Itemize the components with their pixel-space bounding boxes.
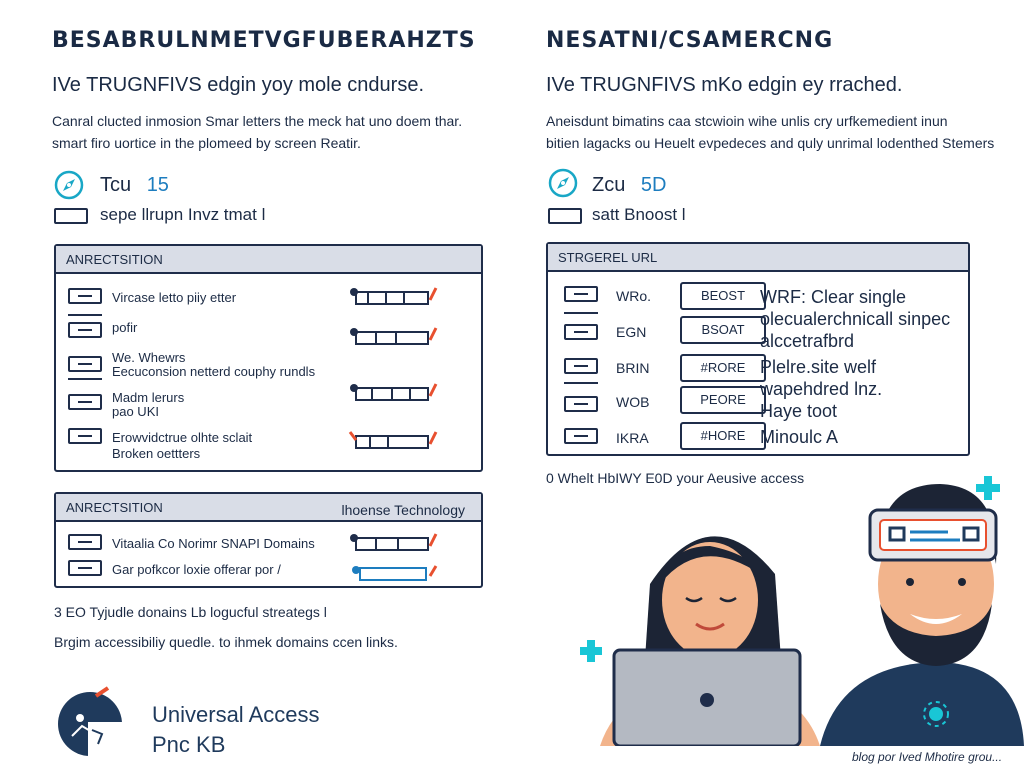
more-button[interactable]: #RORE xyxy=(680,354,766,382)
more-button[interactable]: #HORE xyxy=(680,422,766,450)
right-subtitle: IVe TRUGNFIVS mKo edgin ey rrached. xyxy=(546,74,903,96)
left-row-1-label: Vircase letto piiy etter xyxy=(112,290,237,305)
right-panel-text-1: WRF: Clear single xyxy=(760,287,907,307)
left-stat: Tcu 15 xyxy=(100,174,169,197)
right-panel-text-7: Minoulc A xyxy=(760,427,839,447)
row-divider xyxy=(68,378,102,380)
row-toggle-icon[interactable] xyxy=(564,358,598,374)
left-panel-2-title: ANRECTSITION xyxy=(66,500,163,515)
row-toggle-icon[interactable] xyxy=(68,560,102,576)
slider-control[interactable] xyxy=(346,532,438,556)
card-icon xyxy=(548,208,582,224)
left-panel-2-row-1: Vitaalia Co Norimr SNAPI Domains xyxy=(112,536,315,551)
right-row-4-code: WOB xyxy=(616,394,650,410)
row-toggle-icon[interactable] xyxy=(68,428,102,444)
left-panel-header: ANRECTSITION xyxy=(56,246,481,274)
more-button[interactable]: PEORE xyxy=(680,386,766,414)
row-toggle-icon[interactable] xyxy=(68,322,102,338)
right-row-3-code: BRIN xyxy=(616,360,650,376)
right-panel-header: STRGEREL URL xyxy=(548,244,968,272)
right-panel-text-5: wapehdred lnz. xyxy=(760,379,883,399)
card-icon xyxy=(54,208,88,224)
compass-icon xyxy=(548,168,578,198)
right-description-line-2: bitien lagacks ou Heuelt evpedeces and q… xyxy=(546,135,995,151)
right-row-1-code: WRo. xyxy=(616,288,651,304)
right-row-2-code: EGN xyxy=(616,324,647,340)
people-illustration xyxy=(580,476,1024,746)
left-panel-2-header: ANRECTSITION lhoense Technology xyxy=(56,494,481,522)
left-line-2: sepe llrupn Invz tmat l xyxy=(100,205,266,224)
right-row-5-code: IKRA xyxy=(616,430,649,446)
slider-control[interactable] xyxy=(346,326,438,350)
compass-icon xyxy=(54,170,84,200)
right-stat-label: Zcu xyxy=(592,174,626,196)
slider-control[interactable] xyxy=(346,286,438,310)
right-panel-text-6: Haye toot xyxy=(760,401,838,421)
right-stat-value: 5D xyxy=(640,174,667,196)
row-divider xyxy=(564,382,598,384)
plus-icon xyxy=(976,476,1000,500)
left-technology-panel: ANRECTSITION lhoense Technology Vitaalia… xyxy=(54,492,483,588)
left-row-4-label: Madm lerurs xyxy=(112,390,185,405)
left-description-line-2: smart firo uortice in the plomeed by scr… xyxy=(52,135,361,151)
right-stat: Zcu 5D xyxy=(592,174,666,197)
left-row-5-sublabel: Broken oettters xyxy=(112,446,201,461)
right-footer: blog por Ived Mhotire grou... xyxy=(852,750,1003,764)
slider-control[interactable] xyxy=(346,562,438,586)
left-row-3-sublabel: Eecuconsion netterd couphy rundls xyxy=(112,364,316,379)
left-description-line-1: Canral clucted inmosion Smar letters the… xyxy=(52,113,463,129)
left-note-2: Brgim accessibiliy quedle. to ihmek doma… xyxy=(54,634,398,650)
plus-icon xyxy=(580,640,602,662)
row-toggle-icon[interactable] xyxy=(68,288,102,304)
slider-control[interactable] xyxy=(346,430,438,454)
boost-button[interactable]: BSOAT xyxy=(680,316,766,344)
universal-access-logo xyxy=(52,686,130,756)
row-toggle-icon[interactable] xyxy=(564,428,598,444)
right-note: 0 Whelt HbIWY E0D your Aeusive access xyxy=(546,470,805,486)
row-divider xyxy=(564,312,598,314)
right-url-panel: STRGEREL URL WRo. BEOST EGN BSOAT BRIN #… xyxy=(546,242,970,456)
row-toggle-icon[interactable] xyxy=(564,324,598,340)
left-title: BESABRULNMETVGFUBERAHZTS xyxy=(52,28,476,53)
row-toggle-icon[interactable] xyxy=(68,534,102,550)
left-row-4-sublabel: pao UKI xyxy=(112,404,159,419)
brand-name-line-2: Pnc KB xyxy=(152,732,226,757)
slider-control[interactable] xyxy=(346,382,438,406)
right-line-2: satt Bnoost l xyxy=(592,205,686,224)
right-panel-text-2: olecualerchnicall sinpec xyxy=(760,309,951,329)
right-title: NESATNI/CSAMERCNG xyxy=(546,28,834,53)
left-panel-2-row-2: Gar pofkcor loxie offerar por / xyxy=(112,562,281,577)
left-note-1: 3 EO Tyjudle donains Lb logucful streate… xyxy=(54,604,327,620)
left-subtitle: IVe TRUGNFIVS edgin yoy mole cndurse. xyxy=(52,74,425,96)
row-toggle-icon[interactable] xyxy=(564,396,598,412)
left-stat-label: Tcu xyxy=(100,174,132,196)
left-row-3-label: We. Whewrs xyxy=(112,350,186,365)
left-row-5-label: Erowvidctrue olhte sclait xyxy=(112,430,253,445)
row-divider xyxy=(68,314,102,316)
right-description-line-1: Aneisdunt bimatins caa stcwioin wihe unl… xyxy=(546,113,948,129)
boost-button[interactable]: BEOST xyxy=(680,282,766,310)
row-toggle-icon[interactable] xyxy=(68,356,102,372)
left-panel-2-right-label: lhoense Technology xyxy=(341,502,465,518)
row-toggle-icon[interactable] xyxy=(68,394,102,410)
right-panel-text-4: Plelre.site welf xyxy=(760,357,877,377)
brand-name-line-1: Universal Access xyxy=(152,702,320,727)
left-row-2-label: pofir xyxy=(112,320,138,335)
right-panel-text-3: alccetrafbrd xyxy=(760,331,855,351)
left-stat-value: 15 xyxy=(146,174,169,196)
left-settings-panel: ANRECTSITION Vircase letto piiy etter po… xyxy=(54,244,483,472)
row-toggle-icon[interactable] xyxy=(564,286,598,302)
